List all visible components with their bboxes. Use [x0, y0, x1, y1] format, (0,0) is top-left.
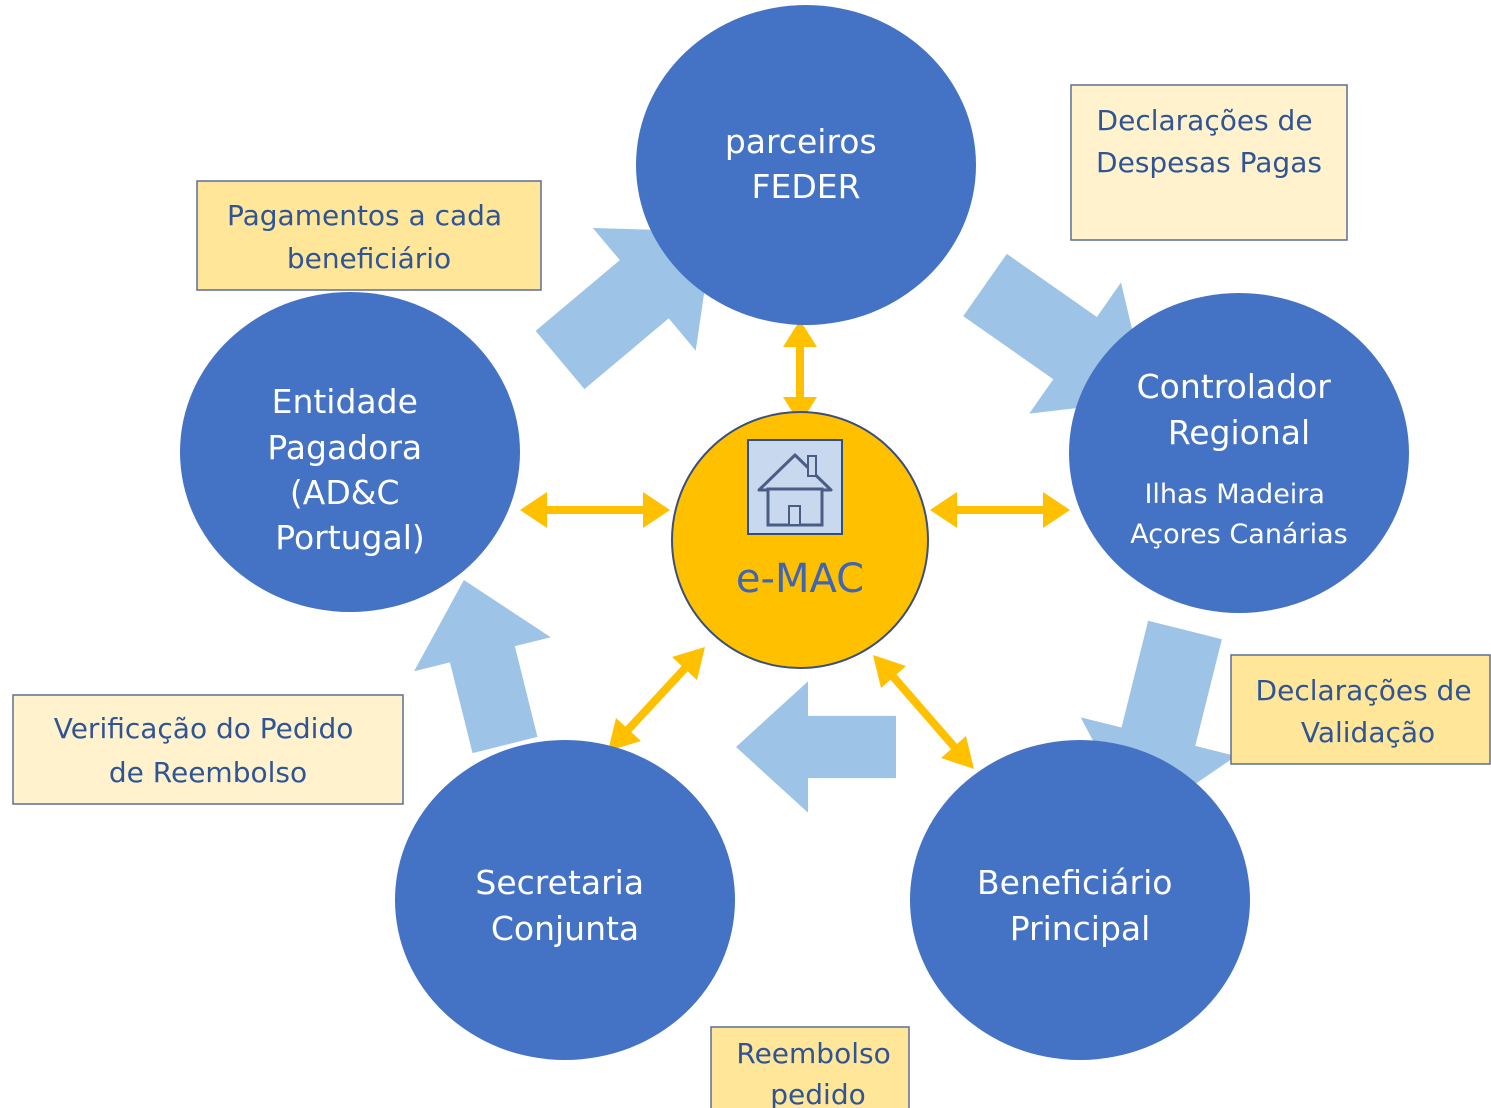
svg-text:Declarações de Despesas: Declarações de Despesas Pagas — [1096, 104, 1322, 179]
node-center — [671, 411, 929, 669]
link-arrow-controlador — [930, 492, 1070, 528]
house-icon — [747, 439, 843, 535]
link-arrow-parceiros — [783, 320, 817, 424]
note-pagamentos: Pagamentos a cada beneficiário — [196, 180, 542, 291]
node-parceiros — [636, 5, 976, 325]
node-entidade — [180, 292, 520, 612]
note-declaracoes-validacao: Declarações de Validação — [1230, 654, 1491, 765]
svg-text:Verificação do Pedido de: Verificação do Pedido de Reembolso — [54, 712, 363, 789]
note-verificacao: Verificação do Pedido de Reembolso — [12, 694, 404, 805]
node-beneficiario — [910, 740, 1250, 1060]
link-arrows — [520, 320, 1070, 769]
center-label: e-MAC — [736, 556, 864, 602]
node-secretaria — [395, 740, 735, 1060]
node-entidade-label: Entidade Pagadora (AD&C Portugal) — [267, 382, 432, 557]
node-controlador-subtitle: Ilhas Madeira Açores Canárias — [1130, 479, 1347, 550]
node-controlador — [1069, 293, 1409, 613]
link-arrow-beneficiario — [873, 655, 974, 769]
node-controlador-title: Controlador Regional — [1137, 367, 1342, 452]
flow-arrow-to-secretaria — [736, 681, 896, 813]
svg-text:Reembolso pedido: Reembolso pedido — [736, 1037, 899, 1108]
node-parceiros-label: parceiros FEDER — [725, 122, 887, 206]
svg-text:Pagamentos a cada benefi: Pagamentos a cada beneficiário — [227, 199, 511, 275]
node-beneficiario-label: Beneficiário Principal — [977, 863, 1183, 948]
link-arrow-secretaria — [608, 647, 705, 751]
svg-text:Declarações de Validação: Declarações de Validação — [1256, 674, 1481, 749]
link-arrow-entidade — [520, 492, 670, 528]
note-reembolso: Reembolso pedido — [710, 1026, 910, 1108]
node-secretaria-label: Secretaria Conjunta — [475, 863, 654, 948]
nodes — [180, 5, 1409, 1060]
note-declaracoes-despesas: Declarações de Despesas Pagas — [1070, 84, 1348, 241]
